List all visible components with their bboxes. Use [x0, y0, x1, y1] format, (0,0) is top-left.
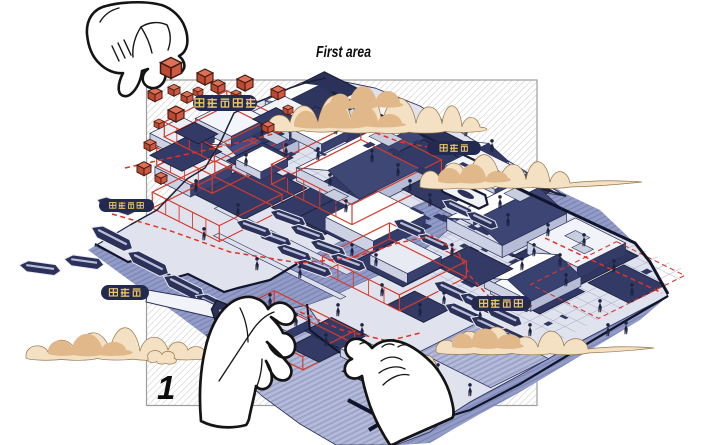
svg-text:First area: First area: [316, 44, 371, 61]
svg-text:1: 1: [157, 369, 175, 406]
